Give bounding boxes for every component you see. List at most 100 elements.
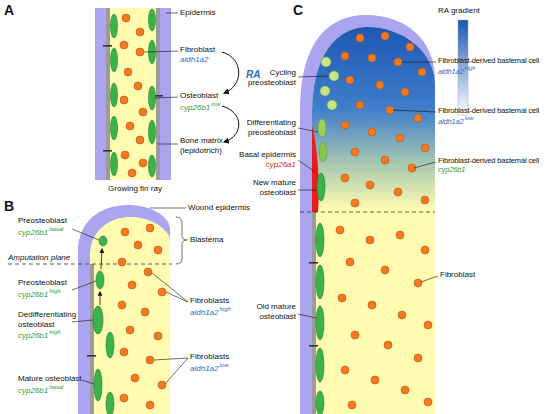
cell-label: Fibroblasts — [190, 296, 229, 305]
fibroblast-cell — [381, 266, 389, 274]
fibroblast-cell — [421, 196, 429, 204]
leader-line — [82, 380, 94, 384]
label-group: Cycling preosteoblast — [230, 68, 296, 87]
cell-label: Preosteoblast — [18, 216, 67, 225]
osteoblast-cell — [94, 369, 102, 401]
fibroblast-cell — [118, 258, 126, 266]
fibroblast-cell — [351, 331, 359, 339]
fibroblast-cell — [134, 82, 142, 90]
label-group: B — [4, 198, 14, 215]
fibroblast-cell — [122, 14, 130, 22]
expression-level: high — [465, 65, 476, 71]
leader-line — [298, 62, 438, 318]
label-group: Preosteoblastcyp26b1high — [18, 278, 67, 299]
fibroblast-cell — [141, 308, 149, 316]
osteoblast-cell — [316, 306, 324, 340]
label-group: C — [293, 2, 303, 19]
gene-label: cyp26b1 — [18, 331, 48, 340]
fibroblast-cell — [158, 288, 166, 296]
panel-letter: C — [293, 2, 303, 18]
osteoblast-cell — [149, 9, 156, 31]
fibroblast-cell — [118, 224, 166, 409]
gene-label: cyp26b1 — [180, 102, 210, 111]
label-group: Growing fin ray — [85, 184, 185, 194]
regenerating-fin-c — [309, 262, 318, 264]
fibroblast-cell — [366, 236, 374, 244]
regenerating-fin-c — [300, 15, 468, 414]
osteoblast-cell — [149, 120, 156, 144]
ra-arrow — [222, 52, 239, 142]
fibroblast-cell — [346, 258, 354, 266]
fibroblast-cell — [356, 34, 364, 42]
label-group: Bone matrix (lepidotrich) — [180, 136, 240, 155]
osteoblast-cell — [111, 48, 118, 72]
fibroblast-cell — [348, 401, 356, 409]
fibroblast-cell — [120, 41, 128, 49]
leader-line — [402, 62, 436, 63]
osteoblast-cell — [111, 83, 118, 107]
cell-label: Epidermis — [180, 8, 216, 17]
cell-label: Basal epidermis — [239, 150, 296, 159]
expression-level: low — [211, 101, 220, 107]
label-group: Blastema — [190, 235, 223, 245]
fibroblast-cell — [366, 181, 374, 189]
fibroblast-cell — [406, 43, 414, 51]
leader-line — [298, 314, 316, 318]
fibroblast-cell — [376, 81, 384, 89]
regenerating-fin-c — [300, 15, 435, 414]
cell-label: Growing fin ray — [108, 184, 162, 193]
fibroblast-cell — [336, 226, 344, 234]
fibroblast-cell — [398, 311, 406, 319]
fibroblast-cell — [351, 148, 359, 156]
osteoblast-cell — [93, 306, 103, 334]
fibroblast-cell — [424, 398, 432, 406]
osteoblast-cell — [316, 265, 324, 299]
regenerating-fin-b — [78, 205, 170, 414]
fibroblast-cell — [146, 224, 154, 232]
gene-label: aldh1a2 — [190, 307, 218, 316]
panel-letter: A — [4, 2, 14, 18]
osteoblast-cell — [316, 173, 325, 414]
fibroblast-cell — [120, 348, 128, 356]
fibroblast-cell — [120, 14, 147, 177]
cell-label: Fibroblasts — [190, 352, 229, 361]
label-group: Epidermis — [180, 8, 216, 18]
leader-line — [72, 208, 188, 384]
cell-label: Blastema — [190, 235, 223, 244]
label-group: Amputation plane — [8, 253, 70, 263]
preosteoblast-cell — [327, 100, 337, 110]
fibroblast-cell — [394, 188, 402, 196]
label-group: A — [4, 2, 14, 19]
amputation-line — [8, 264, 172, 265]
label-group: Fibroblast-derived bastemal cellaldh1a2l… — [438, 106, 549, 126]
regenerating-fin-b — [90, 217, 170, 414]
osteoblast-cell — [96, 271, 104, 289]
regenerating-fin-b — [90, 264, 94, 414]
label-group: Basal epidermiscyp26a1 — [222, 150, 296, 169]
expression-level: low — [219, 362, 228, 368]
preosteoblast-cell — [321, 57, 331, 67]
cell-label: Cycling preosteoblast — [248, 68, 296, 87]
leader-line — [393, 110, 436, 112]
regenerating-fin-c — [312, 27, 435, 414]
leader-line — [165, 358, 188, 384]
label-group: Mature osteoblastcyp26b1basal — [18, 374, 98, 395]
expression-level: high — [49, 288, 60, 294]
fibroblast-cell — [144, 268, 152, 276]
regenerating-fin-b — [78, 205, 170, 414]
fibroblast-cell — [139, 108, 147, 116]
label-group: Old mature osteoblast — [230, 302, 296, 321]
fibroblast-cell — [131, 374, 139, 382]
leader-line — [176, 217, 187, 264]
preosteoblast-cell — [320, 86, 330, 96]
cell-label: Old mature osteoblast — [256, 302, 296, 321]
osteoblast-cell — [111, 9, 156, 177]
fibroblast-cell — [356, 101, 364, 109]
fibroblast-cell — [414, 279, 422, 287]
fibroblast-cell — [381, 32, 389, 40]
preosteoblast-cell — [319, 142, 327, 162]
fibroblast-cell — [128, 281, 136, 289]
fibroblast-cell — [120, 394, 128, 402]
expression-level: high — [49, 329, 60, 335]
leader-line — [298, 128, 318, 132]
